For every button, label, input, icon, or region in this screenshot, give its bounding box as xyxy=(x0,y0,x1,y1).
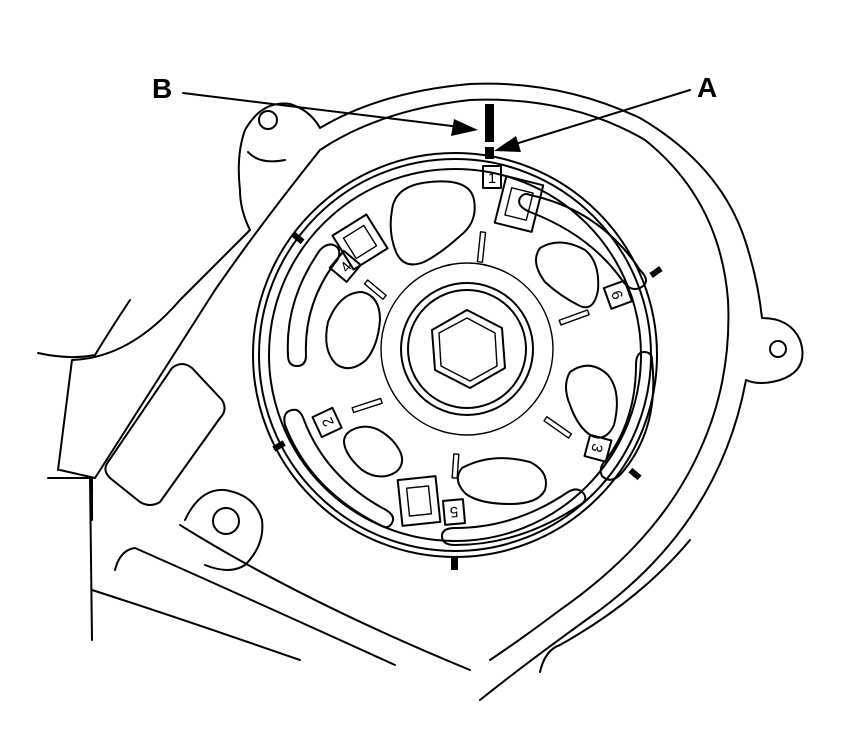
pulley-hub-face xyxy=(400,282,534,416)
callout-arrowhead-b xyxy=(451,119,478,136)
rim-notch-lower-right xyxy=(628,467,642,481)
hub-rib-right xyxy=(558,309,590,326)
hub-rib-bottom xyxy=(451,453,460,479)
pulley-hub-washer xyxy=(407,289,527,409)
callout-b: B xyxy=(152,73,478,136)
pulley-slot-left xyxy=(286,243,341,367)
pulley-window-bottom-left xyxy=(343,425,403,478)
callout-label-a: A xyxy=(697,72,717,103)
pad-bottom xyxy=(396,475,442,527)
mount-hole-right xyxy=(769,340,787,358)
cylinder-mark-3: 3 xyxy=(583,433,613,463)
pulley-slot-bottom xyxy=(441,488,587,546)
callout-label-b: B xyxy=(152,73,172,104)
rim-notch-upper-right xyxy=(649,266,663,278)
hub-rib-top xyxy=(476,231,487,263)
body-step xyxy=(47,477,93,521)
crank-pulley: 1 6 3 5 2 4 xyxy=(252,104,663,570)
lower-boss xyxy=(184,488,264,571)
cylinder-mark-5: 5 xyxy=(441,498,467,526)
pulley-bolt-hex xyxy=(431,309,506,389)
housing-cover xyxy=(37,82,804,701)
pulley-window-bottom xyxy=(456,457,547,505)
svg-text:1: 1 xyxy=(488,170,496,187)
cover-outer-edge xyxy=(57,82,804,701)
pulley-hub-outer xyxy=(380,262,554,436)
pulley-window-left xyxy=(325,291,381,370)
hub-rib-lower-right xyxy=(543,416,573,439)
rectangular-boss xyxy=(104,363,226,506)
hub-rib-lower-left xyxy=(351,397,383,414)
svg-text:3: 3 xyxy=(587,442,606,454)
body-lower-line-2 xyxy=(114,547,396,666)
body-left-vertical xyxy=(89,477,93,641)
body-lower-line-1 xyxy=(91,589,301,661)
mount-hole-lower xyxy=(212,507,240,535)
body-lower-line-3 xyxy=(179,524,471,671)
timing-mark-a xyxy=(485,147,494,159)
rim-notch-upper-left xyxy=(291,231,305,245)
pulley-rim-inner xyxy=(258,158,652,552)
pulley-window-right-upper xyxy=(535,241,600,309)
callout-leader-a xyxy=(511,89,691,146)
cylinder-mark-2: 2 xyxy=(311,406,343,439)
body-lower-right-curve xyxy=(539,539,691,673)
pulley-bolt-hex-inner xyxy=(438,317,498,382)
callout-arrowhead-a xyxy=(494,136,521,152)
pad-top xyxy=(493,175,545,233)
callout-leader-b xyxy=(182,92,461,128)
svg-text:5: 5 xyxy=(449,503,459,521)
hub-rib-upper-left xyxy=(363,279,387,300)
pulley-web-edge xyxy=(268,168,642,542)
rim-notch-bottom xyxy=(451,557,458,570)
callout-a: A xyxy=(494,72,717,152)
pulley-window-top xyxy=(389,180,476,266)
mount-hole-top xyxy=(258,110,278,130)
cylinder-mark-1: 1 xyxy=(482,165,502,189)
svg-text:6: 6 xyxy=(607,288,626,302)
mount-ear-top-edge xyxy=(247,151,286,163)
svg-text:2: 2 xyxy=(319,414,338,429)
pulley-slot-top-right xyxy=(518,193,647,290)
pulley-outer-rim xyxy=(252,152,658,558)
pulley-window-right-lower xyxy=(565,364,618,439)
housing-left-lobe xyxy=(37,299,131,359)
pulley-slot-bottom-left xyxy=(283,408,395,529)
timing-index-mark-b xyxy=(485,104,494,142)
rim-notch-lower-left xyxy=(272,440,286,452)
cover-inner-lip xyxy=(59,98,730,661)
